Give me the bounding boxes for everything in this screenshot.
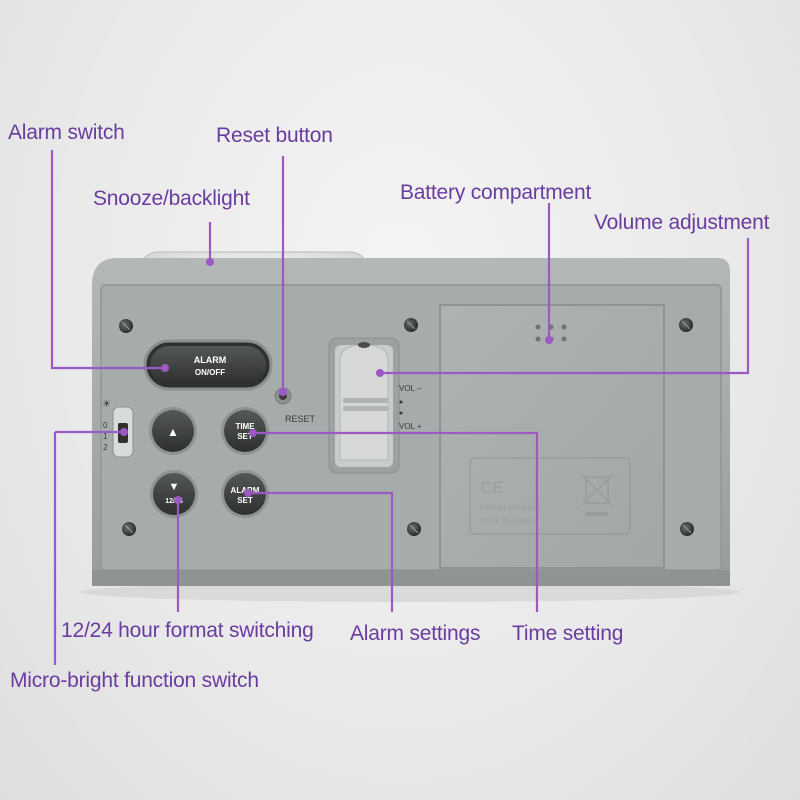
battery-compartment-cover: CE PATENT PENDING MADE IN CHINA <box>439 304 665 569</box>
callout-line-micro-bright <box>53 430 124 665</box>
screw <box>679 318 693 332</box>
format-down-button: ▼ 12/24 <box>150 470 198 518</box>
brightness-mark: 2 <box>103 443 108 452</box>
vol-plus-label: VOL + <box>399 422 422 431</box>
callout-line-alarm-settings <box>248 491 394 612</box>
callout-alarm-switch: Alarm switch <box>8 121 125 144</box>
alarm-on-off-button: ALARM ON/OFF <box>143 339 273 391</box>
screw <box>404 318 418 332</box>
time-set-line1: TIME <box>235 422 255 431</box>
micro-bright-switch: ☀ 0 1 2 <box>102 399 134 458</box>
screw <box>119 319 133 333</box>
weee-bin-icon <box>581 474 613 516</box>
callout-time-setting: Time setting <box>512 622 624 645</box>
callout-line-time-setting <box>253 431 539 612</box>
up-button: ▲ <box>149 407 197 455</box>
screw <box>680 522 694 536</box>
alarm-set-line2: SET <box>237 496 253 505</box>
screw <box>122 522 136 536</box>
up-arrow-icon: ▲ <box>167 425 179 439</box>
battery-cover-line1: PATENT PENDING <box>480 505 540 512</box>
callout-battery-compartment: Battery compartment <box>400 181 592 204</box>
screw <box>407 522 421 536</box>
reset-label: RESET <box>285 414 316 424</box>
bulb-icon: ☀ <box>102 399 111 410</box>
format-button-label: 12/24 <box>165 498 183 505</box>
callout-snooze-backlight: Snooze/backlight <box>93 187 250 210</box>
vol-minus-label: VOL – <box>399 384 422 393</box>
callout-line-alarm-switch <box>50 150 165 370</box>
down-arrow-icon: ▼ <box>169 481 180 493</box>
callout-hour-format: 12/24 hour format switching <box>61 619 314 642</box>
alarm-button-line2: ON/OFF <box>195 368 225 377</box>
ce-mark-icon: CE <box>480 478 504 497</box>
callout-alarm-settings: Alarm settings <box>350 622 481 645</box>
callout-reset-button: Reset button <box>216 124 333 147</box>
callout-lines <box>50 150 750 665</box>
battery-cover-line2: MADE IN CHINA <box>480 518 533 525</box>
callout-dots <box>120 258 553 504</box>
time-set-line2: SET <box>237 432 253 441</box>
brightness-mark: 1 <box>103 432 108 441</box>
brightness-mark: 0 <box>103 421 108 430</box>
callout-line-volume <box>380 238 750 375</box>
time-set-button: TIME SET <box>221 407 269 455</box>
callout-volume-adjustment: Volume adjustment <box>594 211 770 234</box>
callout-micro-bright: Micro-bright function switch <box>10 669 259 692</box>
alarm-button-line1: ALARM <box>194 355 227 365</box>
